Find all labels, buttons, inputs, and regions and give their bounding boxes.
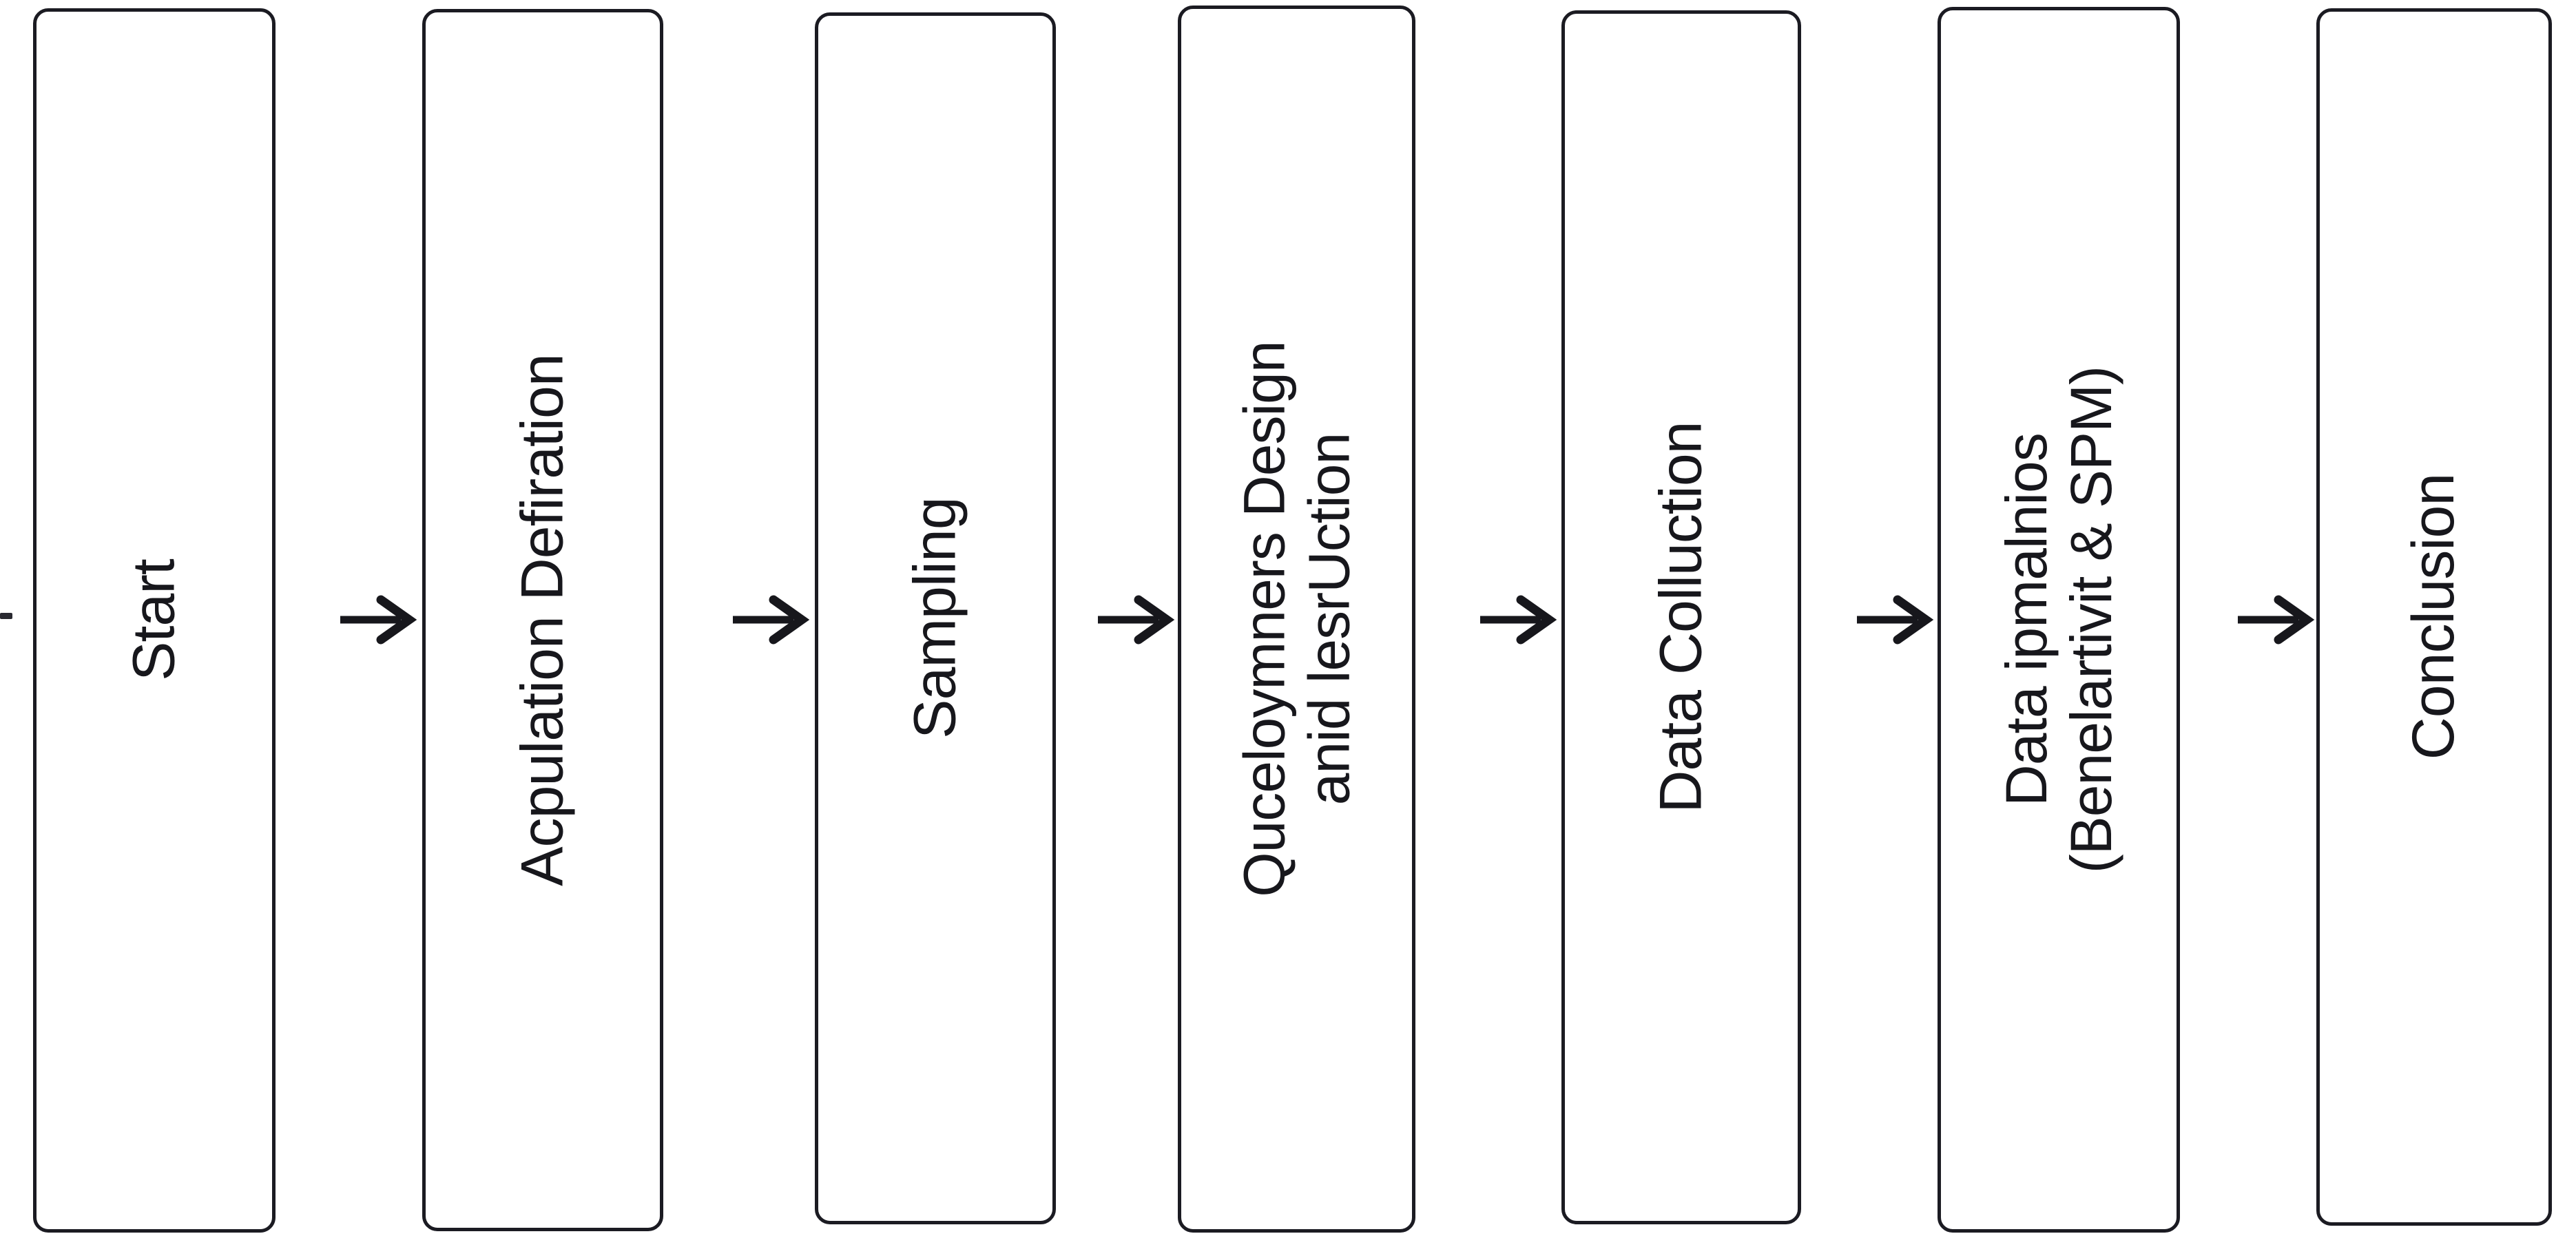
process-node-data-analysis[interactable]: Data ipmalnios(Benelartivit & SPM) (1938, 7, 2180, 1233)
arrow-right-icon (1098, 595, 1175, 645)
process-node-start-label: Start (121, 559, 187, 682)
arrow-right-icon (2238, 595, 2315, 645)
arrow-right-icon (1480, 595, 1557, 645)
label-line-2: anid lesrUction (1296, 432, 1362, 806)
process-node-sampling-label: Sampling (902, 497, 968, 740)
process-node-start[interactable]: Start (33, 8, 276, 1233)
process-node-conclusion[interactable]: Conclusion (2316, 8, 2552, 1226)
process-node-sampling[interactable]: Sampling (815, 12, 1056, 1224)
process-node-population-definition[interactable]: Acpulation Defiration (422, 9, 663, 1231)
arrow-right-icon (1857, 595, 1934, 645)
flow-arrow-5 (1854, 589, 1937, 651)
process-node-conclusion-label: Conclusion (2400, 474, 2467, 760)
label-line-1: Data ipmalnios (1993, 433, 2059, 806)
flow-arrow-3 (1095, 589, 1178, 651)
flow-arrow-2 (730, 589, 813, 651)
arrow-right-icon (733, 595, 810, 645)
flow-arrow-1 (337, 589, 420, 651)
label-line-2: (Benelartivit & SPM) (2059, 366, 2123, 874)
arrow-right-icon (340, 595, 417, 645)
flow-arrow-4 (1477, 589, 1560, 651)
process-node-data-collection[interactable]: Data Colluction (1561, 10, 1801, 1224)
left-edge-tick (0, 613, 12, 619)
process-node-population-definition-label: Acpulation Defiration (509, 354, 576, 886)
process-node-data-collection-label: Data Colluction (1648, 421, 1714, 813)
flow-arrow-6 (2235, 589, 2318, 651)
label-line-1: Quceloymners Design (1232, 341, 1297, 897)
process-node-data-analysis-label: Data ipmalnios(Benelartivit & SPM) (1994, 366, 2123, 873)
